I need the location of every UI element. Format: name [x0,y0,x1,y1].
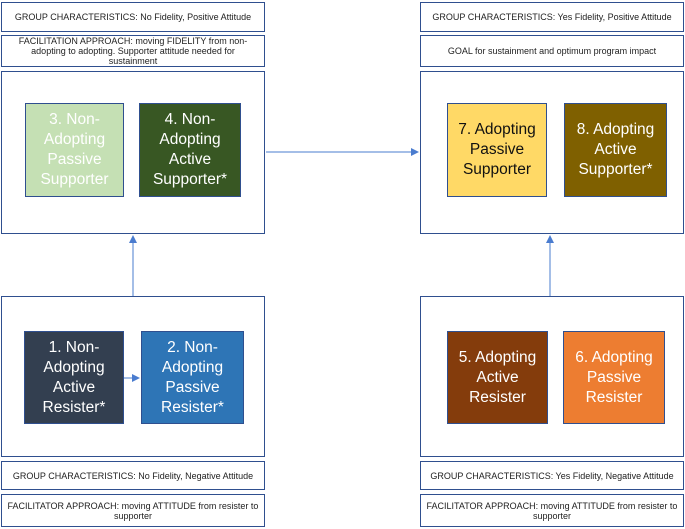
top-right-goal-label: GOAL for sustainment and optimum program… [420,35,684,67]
top-right-characteristics-label: GROUP CHARACTERISTICS: Yes Fidelity, Pos… [420,2,684,32]
tile-non-adopting-active-supporter: 4. Non-Adopting Active Supporter* [139,103,241,197]
tile-adopting-passive-supporter: 7. Adopting Passive Supporter [447,103,547,197]
bottom-right-characteristics-label: GROUP CHARACTERISTICS: Yes Fidelity, Neg… [420,461,684,490]
bottom-left-approach-label: FACILITATOR APPROACH: moving ATTITUDE fr… [1,494,265,527]
tile-adopting-active-resister: 5. Adopting Active Resister [447,331,548,424]
tile-non-adopting-passive-resister: 2. Non-Adopting Passive Resister* [141,331,244,424]
bottom-left-characteristics-label: GROUP CHARACTERISTICS: No Fidelity, Nega… [1,461,265,490]
bottom-right-approach-label: FACILITATOR APPROACH: moving ATTITUDE fr… [420,494,684,527]
tile-non-adopting-passive-supporter: 3. Non-Adopting Passive Supporter [25,103,124,197]
tile-non-adopting-active-resister: 1. Non-Adopting Active Resister* [24,331,124,424]
tile-adopting-active-supporter: 8. Adopting Active Supporter* [564,103,667,197]
top-left-approach-label: FACILITATION APPROACH: moving FIDELITY f… [1,35,265,67]
tile-adopting-passive-resister: 6. Adopting Passive Resister [563,331,665,424]
top-left-characteristics-label: GROUP CHARACTERISTICS: No Fidelity, Posi… [1,2,265,32]
